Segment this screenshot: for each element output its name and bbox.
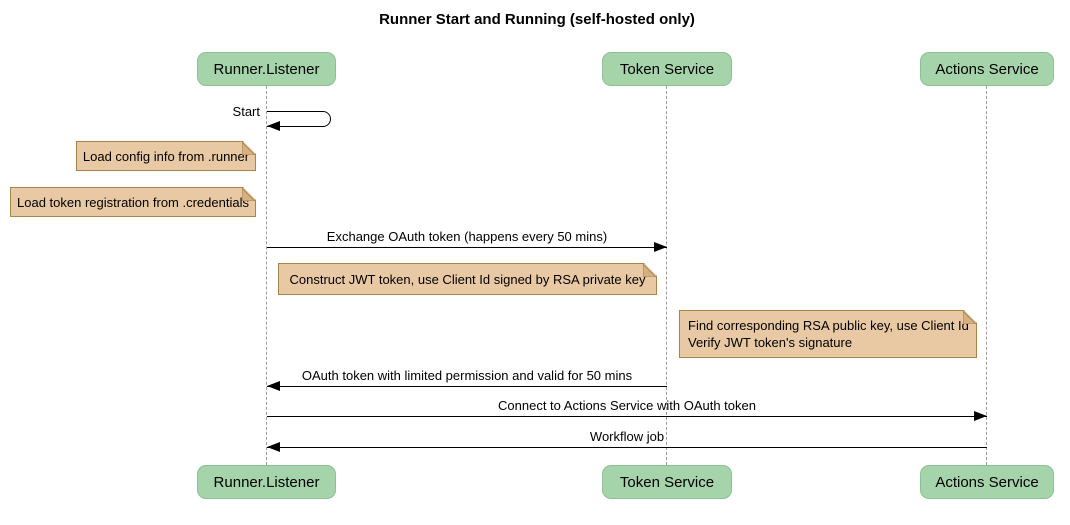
- message-workflow-job: Workflow job: [267, 429, 987, 452]
- participant-bottom-runner-listener: Runner.Listener: [197, 465, 336, 499]
- message-exchange-oauth-token: Exchange OAuth token (happens every 50 m…: [267, 229, 667, 252]
- message-label: OAuth token with limited permission and …: [301, 368, 633, 383]
- note-text: Construct JWT token, use Client Id signe…: [289, 271, 646, 287]
- note-fold-icon: [242, 142, 255, 155]
- note-fold-icon: [963, 311, 976, 324]
- participant-top-actions-service: Actions Service: [920, 52, 1054, 86]
- lifeline-runner-listener: [266, 86, 267, 465]
- participant-label: Token Service: [619, 473, 715, 491]
- self-message-start-label: Start: [232, 104, 260, 119]
- arrowhead-icon: [974, 411, 987, 421]
- participant-label: Actions Service: [935, 473, 1039, 491]
- message-connect-actions-service: Connect to Actions Service with OAuth to…: [267, 398, 987, 421]
- participant-bottom-actions-service: Actions Service: [920, 465, 1054, 499]
- note-fold-icon: [643, 264, 656, 277]
- participant-bottom-token-service: Token Service: [602, 465, 732, 499]
- message-label: Workflow job: [589, 429, 665, 444]
- participant-label: Actions Service: [935, 60, 1039, 78]
- note-load-config: Load config info from .runner: [76, 141, 256, 171]
- message-label: Connect to Actions Service with OAuth to…: [498, 398, 756, 413]
- note-construct-jwt: Construct JWT token, use Client Id signe…: [278, 263, 657, 295]
- note-text: Load config info from .runner: [82, 148, 250, 164]
- message-label: Exchange OAuth token (happens every 50 m…: [326, 229, 608, 244]
- lifeline-actions-service: [986, 86, 987, 465]
- participant-top-token-service: Token Service: [602, 52, 732, 86]
- participant-label: Token Service: [619, 60, 715, 78]
- participant-label: Runner.Listener: [213, 473, 320, 491]
- diagram-title: Runner Start and Running (self-hosted on…: [379, 11, 695, 28]
- note-load-token-registration: Load token registration from .credential…: [10, 187, 256, 217]
- arrowhead-icon: [267, 121, 280, 131]
- arrowhead-icon: [654, 242, 667, 252]
- note-verify-jwt: Find corresponding RSA public key, use C…: [679, 310, 977, 358]
- arrowhead-icon: [267, 381, 280, 391]
- participant-top-runner-listener: Runner.Listener: [197, 52, 336, 86]
- note-text-line-2: Verify JWT token's signature: [688, 335, 853, 350]
- arrowhead-icon: [267, 442, 280, 452]
- lifeline-token-service: [666, 86, 667, 465]
- note-text-line-1: Find corresponding RSA public key, use C…: [688, 318, 969, 333]
- participant-label: Runner.Listener: [213, 60, 320, 78]
- message-oauth-token-reply: OAuth token with limited permission and …: [267, 368, 667, 391]
- note-text: Load token registration from .credential…: [17, 194, 249, 210]
- note-fold-icon: [242, 188, 255, 201]
- self-message-start-arrow: [267, 111, 331, 131]
